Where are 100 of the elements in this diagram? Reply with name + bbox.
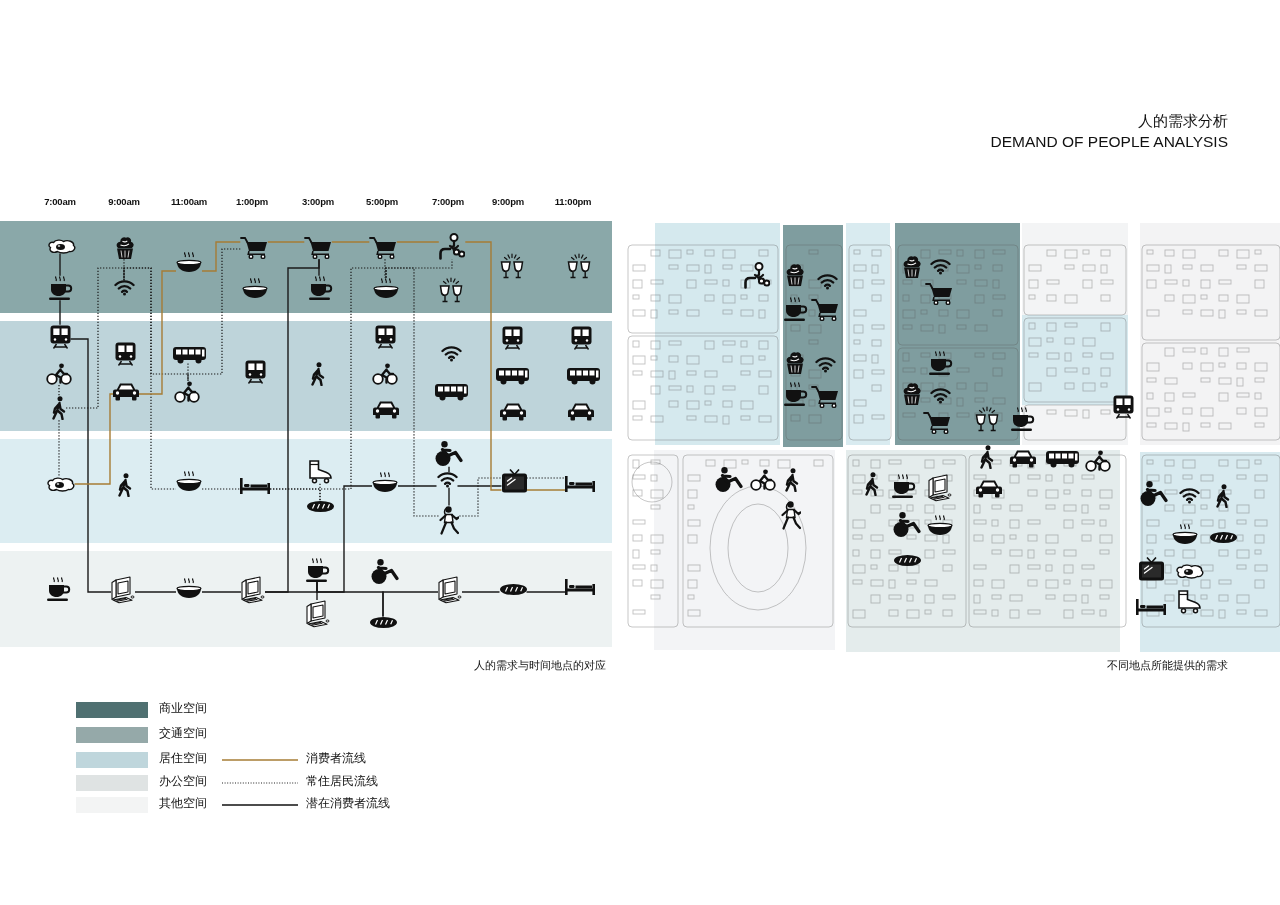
- toast-glasses-icon: [500, 253, 524, 279]
- train-icon: [244, 359, 266, 385]
- train-icon: [114, 341, 136, 367]
- flow-line: [464, 241, 503, 491]
- legend-label: 消费者流线: [306, 752, 366, 766]
- flow-line: [138, 270, 177, 395]
- bus-icon: [566, 367, 600, 385]
- flow-line: [269, 267, 387, 490]
- flow-line: [525, 591, 566, 593]
- fried-egg-icon: [46, 238, 76, 254]
- title: 人的需求分析: [1138, 112, 1228, 130]
- computer-icon: [306, 600, 330, 628]
- flow-line: [58, 384, 60, 397]
- flow-line: [385, 267, 440, 517]
- flow-line: [187, 362, 189, 382]
- flow-line: [318, 258, 320, 277]
- shopping-cart-icon: [369, 236, 397, 260]
- shopping-cart-icon: [304, 236, 332, 260]
- time-label: 9:00am: [108, 196, 140, 208]
- bed-icon: [565, 579, 595, 595]
- flow-line: [65, 267, 125, 409]
- flow-line: [331, 241, 370, 243]
- caption: 不同地点所能提供的需求: [1107, 659, 1228, 673]
- soup-bowl-icon: [176, 470, 202, 492]
- time-label: 7:00pm: [431, 196, 465, 208]
- soup-bowl-icon: [176, 251, 202, 273]
- flow-line: [73, 393, 114, 485]
- subtitle: DEMAND OF PEOPLE ANALYSIS: [990, 133, 1228, 152]
- bed-icon: [565, 476, 595, 492]
- flow-line: [201, 488, 241, 490]
- flow-line: [59, 252, 61, 277]
- legend-label: 其他空间: [159, 797, 207, 811]
- cyclist-icon: [372, 363, 398, 385]
- wifi-icon: [440, 346, 462, 362]
- soup-bowl-icon: [373, 277, 399, 299]
- flow-line: [461, 591, 501, 593]
- time-label: 3:00pm: [301, 196, 335, 208]
- wifi-icon: [436, 472, 458, 488]
- space-band: [0, 439, 612, 543]
- walking-person-icon: [52, 395, 66, 421]
- train-icon: [501, 325, 523, 351]
- car-icon: [113, 383, 139, 401]
- car-icon: [568, 403, 594, 421]
- space-band: [0, 551, 612, 647]
- flow-line: [456, 485, 503, 487]
- space-band: [0, 321, 612, 431]
- computer-icon: [241, 576, 265, 604]
- bed-icon: [240, 478, 270, 494]
- cupcake-icon: [115, 236, 135, 260]
- flow-line: [458, 477, 503, 517]
- bus-icon: [172, 346, 206, 364]
- flow-line: [123, 258, 125, 281]
- car-icon: [373, 401, 399, 419]
- train-icon: [49, 324, 71, 350]
- time-label: 11:00pm: [554, 196, 592, 208]
- flow-line: [525, 477, 566, 479]
- time-label: 7:00am: [44, 196, 76, 208]
- legend-label: 商业空间: [159, 702, 207, 716]
- flow-line: [448, 466, 450, 473]
- train-icon: [570, 325, 592, 351]
- legend-label: 办公空间: [159, 775, 207, 789]
- toast-glasses-icon: [567, 253, 591, 279]
- flow-line: [187, 248, 241, 382]
- bread-icon: [369, 616, 397, 628]
- flow-line: [267, 241, 305, 243]
- legend-label: 居住空间: [159, 752, 207, 766]
- time-label: 1:00pm: [235, 196, 269, 208]
- exercise-ball-icon: [370, 559, 400, 585]
- computer-icon: [438, 576, 462, 604]
- flow-line: [123, 267, 189, 382]
- fried-egg-icon: [45, 476, 75, 492]
- bread-icon: [306, 500, 334, 512]
- computer-icon: [111, 576, 135, 604]
- car-icon: [500, 403, 526, 421]
- coffee-cup-icon: [47, 275, 73, 301]
- bus-icon: [434, 383, 468, 401]
- flow-line: [201, 241, 241, 272]
- cyclist-icon: [46, 363, 72, 385]
- flow-line: [396, 241, 440, 243]
- time-label: 9:00pm: [491, 196, 525, 208]
- flow-line: [384, 258, 386, 279]
- soup-bowl-icon: [372, 471, 398, 493]
- dancing-person-icon: [438, 505, 460, 535]
- exercise-ball-icon: [434, 441, 464, 467]
- flow-line: [319, 483, 321, 502]
- legend-label: 交通空间: [159, 727, 207, 741]
- slide-icon: [438, 232, 466, 260]
- caption: 人的需求与时间地点的对应: [474, 659, 606, 673]
- time-label: 5:00pm: [365, 196, 399, 208]
- flow-line: [134, 591, 177, 593]
- shopping-cart-icon: [240, 236, 268, 260]
- soup-bowl-icon: [242, 277, 268, 299]
- coffee-cup-icon: [304, 557, 330, 583]
- tv-icon: [501, 469, 527, 493]
- legend-label: 常住居民流线: [306, 775, 378, 789]
- flow-line: [525, 489, 566, 491]
- flow-line: [69, 338, 112, 593]
- flow-line: [58, 419, 60, 478]
- bus-icon: [495, 367, 529, 385]
- bread-icon: [499, 583, 527, 595]
